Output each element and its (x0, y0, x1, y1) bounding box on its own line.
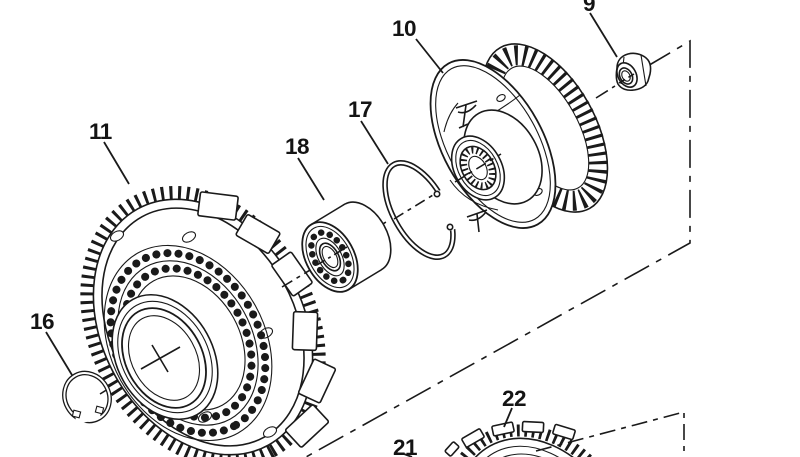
shell-tabs (197, 191, 337, 448)
nut-bore (618, 67, 634, 85)
ring-end-hook (446, 223, 454, 231)
part-9-nut (615, 52, 652, 92)
callout-label-10: 10 (392, 16, 416, 41)
leader-10 (415, 38, 444, 74)
callout-label-11: 11 (89, 119, 112, 144)
callout-labels: 9 10 11 16 17 18 21 22 (30, 0, 596, 457)
callout-label-21: 21 (393, 435, 417, 457)
nut-bore-inner (621, 70, 631, 82)
callout-label-17: 17 (348, 97, 372, 122)
plate-tab (491, 421, 515, 437)
face-rivet-pin (455, 100, 478, 129)
ring-gap (435, 188, 461, 231)
shell-tab (297, 358, 337, 404)
ball-row-outer-edge (103, 244, 273, 442)
face-spoke-arc (443, 102, 459, 133)
part-17-retaining-ring (382, 160, 461, 260)
leader-9 (589, 12, 618, 58)
ring-gear-teeth (80, 185, 326, 457)
plate-tab (461, 428, 485, 448)
bearing-balls (308, 229, 352, 285)
shell-tab (284, 404, 330, 448)
bolt-hole (262, 426, 278, 438)
part-16-retaining-ring (62, 370, 112, 425)
part-11-clutch-shell (80, 185, 337, 457)
plate-tabs (444, 420, 576, 457)
centerline-bearing-bore-segment (316, 246, 348, 266)
part-18-bearing (301, 201, 392, 293)
shell-tab (197, 191, 239, 221)
plate-face-ring (462, 445, 618, 457)
ring-end-lug (94, 405, 105, 415)
callout-label-9: 9 (583, 0, 595, 16)
face-hole (496, 94, 506, 102)
shell-tab (271, 251, 313, 297)
shell-tab (291, 310, 319, 352)
bearing-side-edges (311, 203, 382, 291)
plate-teeth-root (454, 437, 626, 457)
centerline-ring17-segment (393, 194, 434, 220)
callout-label-16: 16 (30, 309, 54, 334)
leader-18 (297, 157, 325, 201)
bearing-outer-race (305, 225, 355, 289)
shell-center-mark (140, 344, 181, 373)
centerline-nut-left-segment (595, 85, 616, 99)
hub-bore-inner (127, 315, 201, 401)
plate-tab (521, 420, 545, 434)
face-rivet-pin (466, 209, 488, 233)
centerline-jog-path (305, 39, 691, 457)
leader-11 (103, 141, 130, 185)
ring-end-lug (71, 409, 82, 419)
part-10-clutch-hub (429, 39, 613, 233)
leader-16 (45, 331, 73, 376)
centerline-nut-bore-segment (618, 73, 635, 84)
ring-end-hook (433, 190, 441, 198)
leader-22 (503, 407, 513, 428)
plate-tab (444, 441, 460, 457)
shell-hub (111, 293, 219, 421)
shell-tab (235, 214, 281, 254)
part-22-friction-plate (439, 420, 641, 457)
hub-step (117, 300, 213, 414)
bolt-hole (181, 231, 197, 243)
plate-tab (552, 423, 576, 441)
ring-gap (74, 409, 102, 425)
leader-17 (360, 120, 389, 165)
centerline-hub-bore-segment (454, 153, 502, 183)
leader-lines (45, 12, 618, 457)
callout-label-22: 22 (502, 386, 526, 411)
face-spoke-arc (449, 179, 499, 211)
bolt-hole (109, 230, 125, 242)
callout-label-18: 18 (285, 134, 309, 159)
